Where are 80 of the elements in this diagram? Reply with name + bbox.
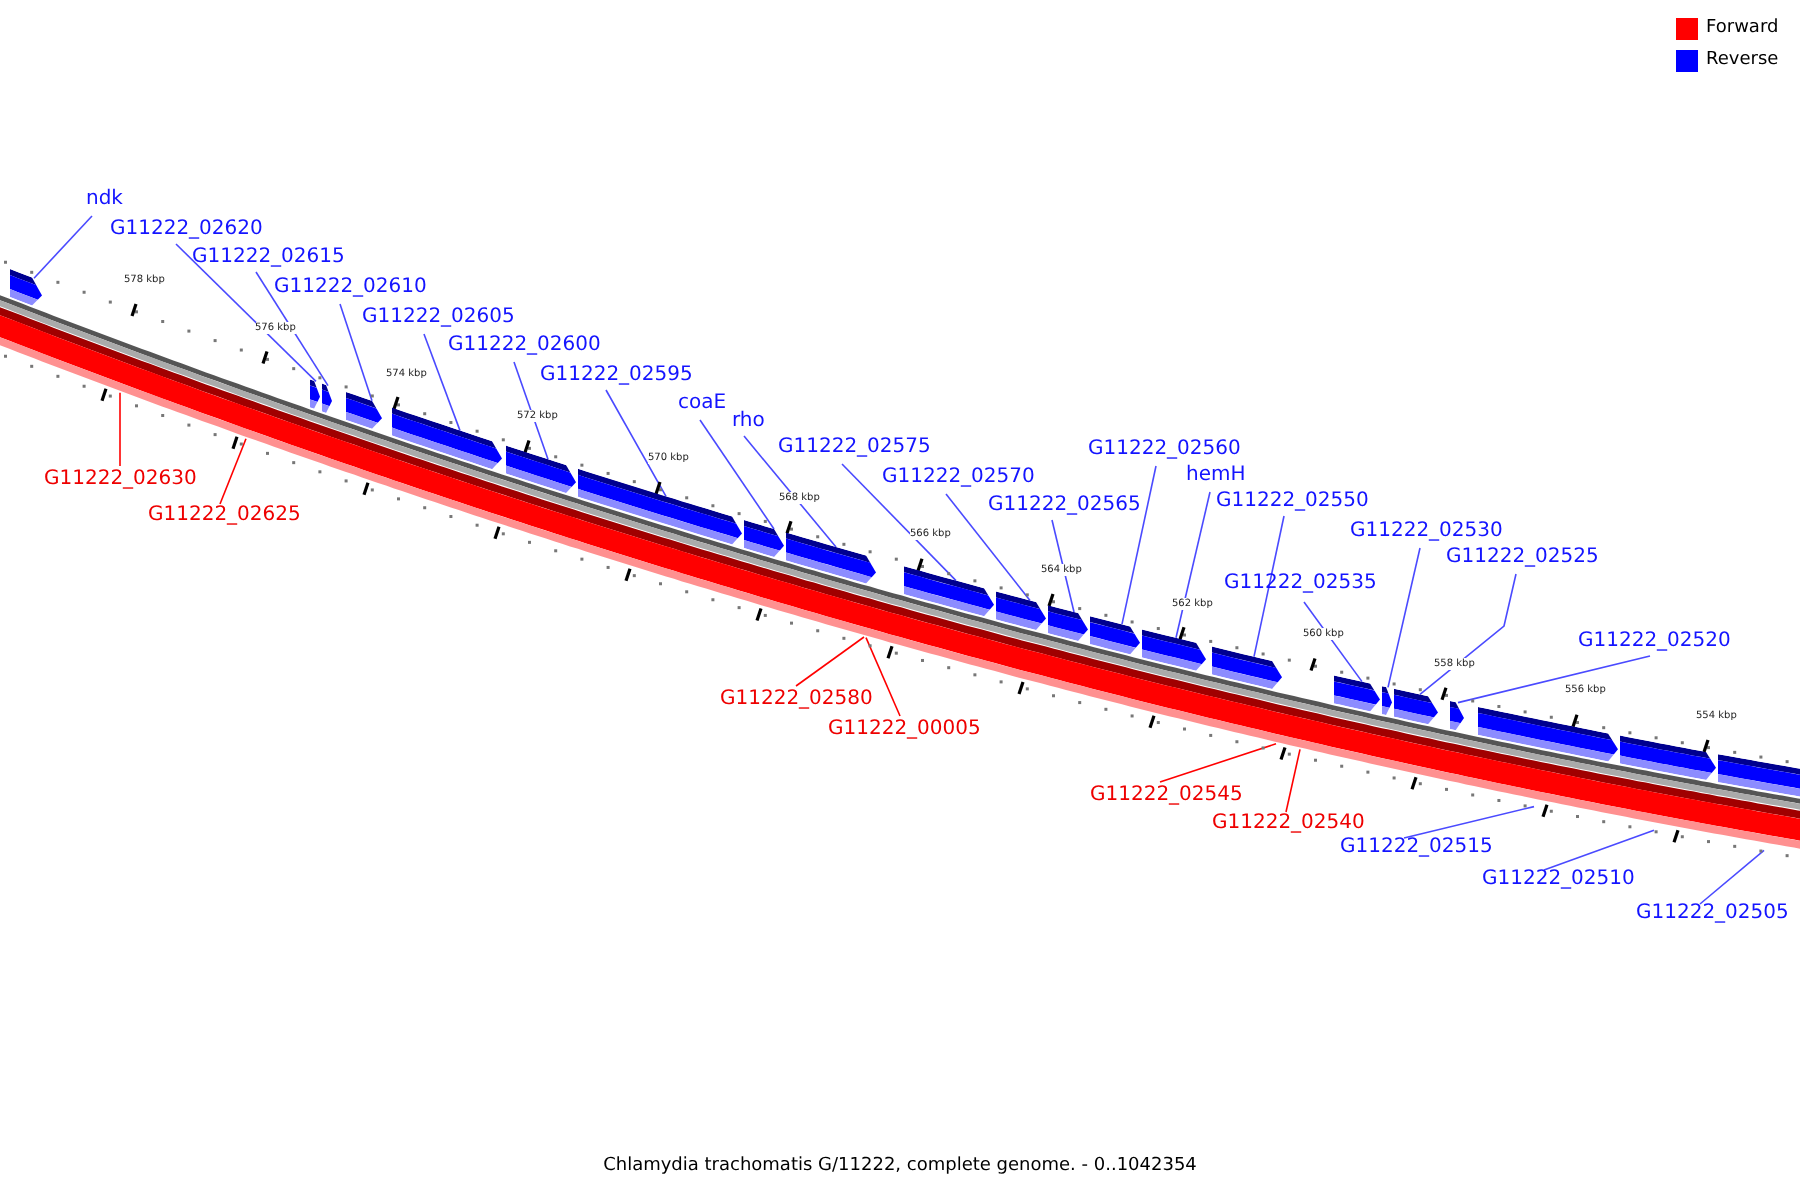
leader-line — [1253, 515, 1285, 658]
gene-label: G11222_00005 — [828, 718, 981, 742]
gene-label: G11222_02570 — [882, 466, 1035, 490]
gene-label: G11222_02505 — [1636, 902, 1789, 926]
leader-line — [1175, 491, 1211, 639]
caption: Chlamydia trachomatis G/11222, complete genome. - 0..1042354 — [601, 1156, 1199, 1178]
gene-label: G11222_02605 — [362, 306, 515, 330]
leader-line — [1121, 465, 1157, 625]
gene-bar — [1394, 688, 1438, 725]
leader-line — [1543, 829, 1655, 871]
gene-label: rho — [732, 410, 765, 434]
gene-label: G11222_02575 — [778, 436, 931, 460]
leader-line — [513, 361, 549, 460]
gene-label: G11222_02615 — [192, 246, 345, 270]
gene-bar — [786, 532, 876, 584]
gene-bar — [578, 468, 742, 545]
gene-bar — [904, 566, 994, 617]
gene-bar — [506, 445, 576, 493]
leader-line — [1457, 655, 1651, 704]
leader-line — [945, 493, 1031, 602]
leader-line — [255, 271, 329, 387]
gene-bar — [10, 269, 42, 306]
gene-label: G11222_02520 — [1578, 630, 1731, 654]
leader-line — [219, 438, 247, 505]
leader-line — [743, 435, 837, 548]
leader-line — [1285, 748, 1301, 813]
legend-label: Forward — [1706, 18, 1779, 40]
leader-line — [795, 636, 865, 687]
leader-line — [1699, 849, 1765, 905]
leader-line — [423, 333, 461, 432]
gene-bar — [392, 407, 502, 470]
gene-bar — [744, 520, 784, 557]
leader-line — [33, 215, 93, 279]
gene-bar — [1450, 701, 1464, 731]
gene-label: G11222_02530 — [1350, 520, 1503, 544]
gene-label: ndk — [86, 188, 123, 212]
legend-label: Reverse — [1706, 50, 1779, 72]
leader-line — [1403, 805, 1535, 839]
leader-line — [1051, 519, 1075, 613]
gene-label: G11222_02595 — [540, 364, 693, 388]
leader-line — [1387, 547, 1421, 689]
gene-label: G11222_02550 — [1216, 490, 1369, 514]
leader-line — [605, 389, 667, 498]
gene-label: G11222_02545 — [1090, 784, 1243, 808]
gene-bar — [996, 591, 1046, 630]
leader-line — [175, 243, 317, 383]
gene-label: G11222_02515 — [1340, 836, 1493, 860]
leader-line — [841, 463, 957, 582]
leader-line — [865, 636, 901, 717]
gene-label: G11222_02630 — [44, 468, 197, 492]
leader-line — [699, 419, 775, 530]
gene-bar — [322, 383, 332, 413]
gene-label: G11222_02610 — [274, 276, 427, 300]
gene-bar — [1620, 735, 1716, 780]
gene-label: G11222_02565 — [988, 494, 1141, 518]
leader-line — [339, 303, 373, 402]
gene-bar — [1478, 707, 1618, 762]
gene-bar — [1382, 686, 1392, 715]
gene-label: G11222_02600 — [448, 334, 601, 358]
gene-bar — [1048, 605, 1088, 641]
gene-label: G11222_02540 — [1212, 812, 1365, 836]
gene-label: G11222_02625 — [148, 504, 301, 528]
gene-bar — [1718, 754, 1800, 797]
gene-bar — [1334, 675, 1380, 712]
gene-bar — [1212, 646, 1282, 689]
leader-line — [119, 392, 121, 467]
gene-bar — [1142, 629, 1206, 671]
gene-label: G11222_02620 — [110, 218, 263, 242]
gene-label: hemH — [1186, 464, 1246, 488]
gene-label: G11222_02510 — [1482, 868, 1635, 892]
gene-label: coaE — [678, 392, 727, 416]
leader-line — [1303, 601, 1363, 683]
gene-bar — [1090, 616, 1140, 655]
leader-line — [1419, 573, 1517, 696]
gene-label: G11222_02525 — [1446, 546, 1599, 570]
gene-bar — [310, 379, 320, 409]
gene-bar — [346, 392, 382, 429]
gene-label: G11222_02560 — [1088, 438, 1241, 462]
leader-line — [1159, 743, 1277, 783]
gene-label: G11222_02580 — [720, 688, 873, 712]
